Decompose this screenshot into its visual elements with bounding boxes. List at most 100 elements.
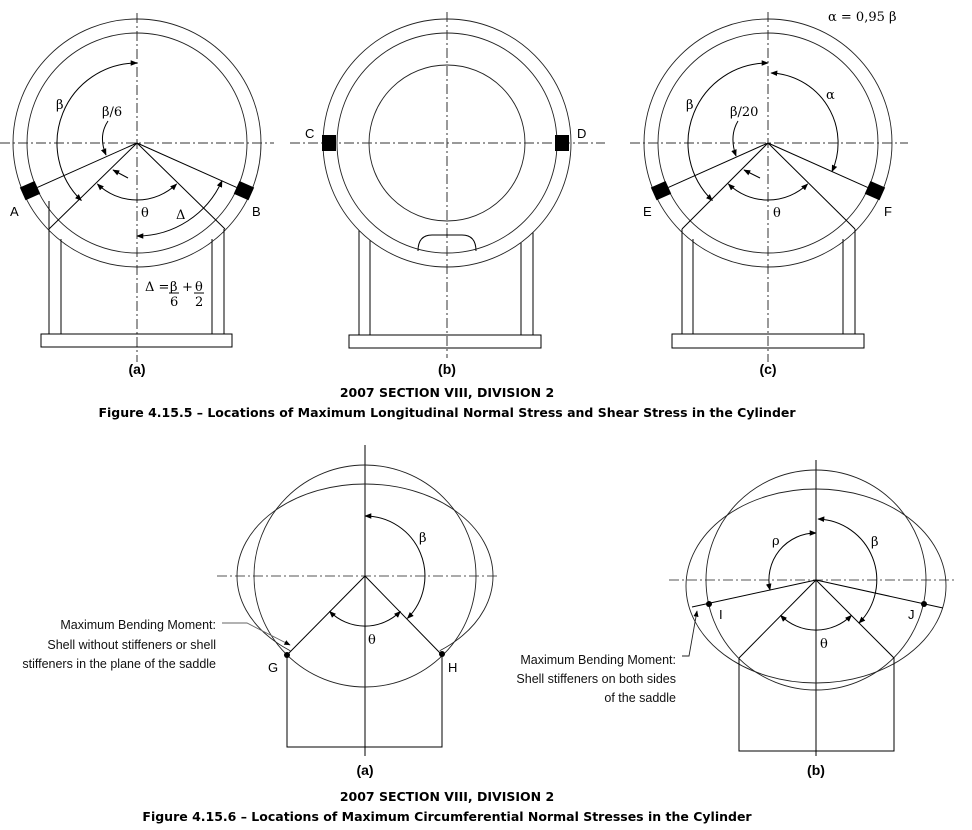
panel-caption-a: (a) — [128, 361, 145, 377]
svg-text:Shell stiffeners on both sides: Shell stiffeners on both sides — [516, 672, 676, 686]
svg-text:β: β — [170, 280, 178, 295]
stiffener-pad-e — [650, 181, 672, 201]
point-label-e: E — [643, 204, 652, 219]
fig-4-15-6-title: Figure 4.15.6 – Locations of Maximum Cir… — [142, 809, 752, 824]
fig-4-15-5-panel-b: C D (b) — [290, 12, 605, 377]
delta-formula: Δ = β 6 + θ 2 — [145, 280, 204, 310]
beta-label: β — [419, 531, 427, 546]
svg-text:2: 2 — [195, 295, 203, 310]
small-pointer-arrow — [743, 169, 761, 179]
fig-4-15-5-header: 2007 SECTION VIII, DIVISION 2 — [340, 385, 554, 400]
panel-caption-b: (b) — [807, 762, 825, 778]
beta-fraction-label: β/6 — [102, 105, 122, 120]
radial-line-b — [136, 142, 237, 188]
alpha-angle-arc — [770, 70, 839, 173]
saddle-horn-line-left — [286, 575, 366, 656]
beta-fraction-label: β/20 — [730, 105, 758, 120]
saddle-horn-line-left — [681, 142, 769, 230]
theta-angle-arc — [727, 183, 809, 201]
point-label-h: H — [448, 660, 457, 675]
svg-text:Shell without stiffeners or sh: Shell without stiffeners or shell — [47, 638, 216, 652]
point-h-marker — [439, 651, 445, 657]
beta-label: β — [56, 98, 64, 113]
svg-text:θ: θ — [195, 280, 203, 295]
rho-angle-arc — [765, 530, 817, 591]
svg-text:+: + — [182, 280, 193, 295]
fig-4-15-6-panel-a: β θ G H Maximum Bending Moment: Shell wi… — [22, 445, 499, 778]
deformed-shell-ellipse — [685, 488, 947, 684]
point-label-f: F — [884, 204, 892, 219]
leader-arrow — [222, 622, 291, 646]
fig-4-15-5-panel-c: β β/20 α θ α = 0,95 β E F (c) — [630, 10, 908, 377]
stiffener-pad-b — [233, 181, 255, 201]
point-label-b: B — [252, 204, 261, 219]
beta-angle-arc — [56, 60, 138, 201]
delta-label: Δ — [176, 208, 185, 223]
saddle-support — [40, 201, 233, 348]
wear-plate-hump — [417, 234, 477, 252]
stiffener-pad-f — [864, 181, 886, 201]
radial-line-e — [668, 142, 769, 188]
small-pointer-arrow — [112, 169, 129, 179]
point-label-a: A — [10, 204, 19, 219]
max-bending-moment-note: Maximum Bending Moment: Shell stiffeners… — [516, 653, 676, 705]
shell-outer-circle — [12, 18, 262, 268]
theta-angle-arc — [329, 610, 401, 627]
stiffener-pad-c — [322, 135, 336, 151]
saddle-horn-line-right — [364, 575, 443, 656]
radial-line-f — [767, 142, 868, 188]
panel-caption-a: (a) — [356, 762, 373, 778]
shell-inner-circle — [26, 32, 248, 254]
shell-outer-circle — [643, 18, 893, 268]
saddle-horn-line-left — [738, 579, 817, 659]
theta-angle-arc — [780, 614, 852, 631]
saddle-horn-line-right — [767, 142, 856, 230]
svg-text:Δ =: Δ = — [145, 280, 169, 295]
point-j-marker — [921, 601, 927, 607]
undeformed-shell-circle — [705, 469, 927, 691]
saddle-outline — [286, 655, 443, 748]
max-bending-moment-note: Maximum Bending Moment: Shell without st… — [22, 618, 216, 671]
undeformed-shell-circle — [253, 464, 477, 688]
svg-text:stiffeners in the plane of the: stiffeners in the plane of the saddle — [22, 657, 216, 671]
alpha-label: α — [826, 88, 835, 103]
svg-text:6: 6 — [170, 295, 178, 310]
beta-fraction-pointer — [100, 120, 109, 156]
panel-caption-c: (c) — [759, 361, 776, 377]
saddle-support — [671, 229, 865, 349]
point-i-marker — [706, 601, 712, 607]
stiffener-pad-d — [555, 135, 569, 151]
beta-fraction-pointer — [731, 120, 739, 157]
delta-angle-arc — [136, 180, 223, 239]
alpha-relation: α = 0,95 β — [828, 10, 897, 25]
theta-label: θ — [773, 206, 781, 221]
svg-text:of the saddle: of the saddle — [604, 691, 676, 705]
svg-text:Maximum Bending Moment:: Maximum Bending Moment: — [520, 653, 676, 667]
beta-angle-arc — [687, 60, 769, 201]
panel-caption-b: (b) — [438, 361, 456, 377]
rho-label: ρ — [772, 534, 780, 549]
fig-4-15-5-title: Figure 4.15.5 – Locations of Maximum Lon… — [98, 405, 796, 420]
point-g-marker — [284, 652, 290, 658]
beta-angle-arc — [817, 516, 878, 624]
point-label-g: G — [268, 660, 278, 675]
saddle-outline — [738, 658, 895, 752]
shell-inner-circle — [657, 32, 879, 254]
beta-angle-arc — [364, 513, 426, 619]
point-label-d: D — [577, 126, 586, 141]
beta-label: β — [686, 98, 694, 113]
radial-line-a — [37, 142, 138, 188]
saddle-horn-line-left — [48, 142, 138, 230]
theta-label: θ — [141, 206, 149, 221]
fig-4-15-6-panel-b: ρ β θ I J Maximum Bending Moment: Shell … — [516, 460, 957, 778]
point-label-i: I — [719, 607, 723, 622]
fig-4-15-6-header: 2007 SECTION VIII, DIVISION 2 — [340, 789, 554, 804]
leader-arrow — [682, 610, 699, 657]
point-label-c: C — [305, 126, 314, 141]
point-label-j: J — [908, 607, 915, 622]
theta-label: θ — [820, 637, 828, 652]
fig-4-15-5-panel-a: β β/6 θ Δ A B Δ = β 6 + θ 2 (a) — [0, 13, 274, 377]
svg-text:Maximum Bending Moment:: Maximum Bending Moment: — [60, 618, 216, 632]
stiffener-pad-a — [19, 181, 41, 201]
